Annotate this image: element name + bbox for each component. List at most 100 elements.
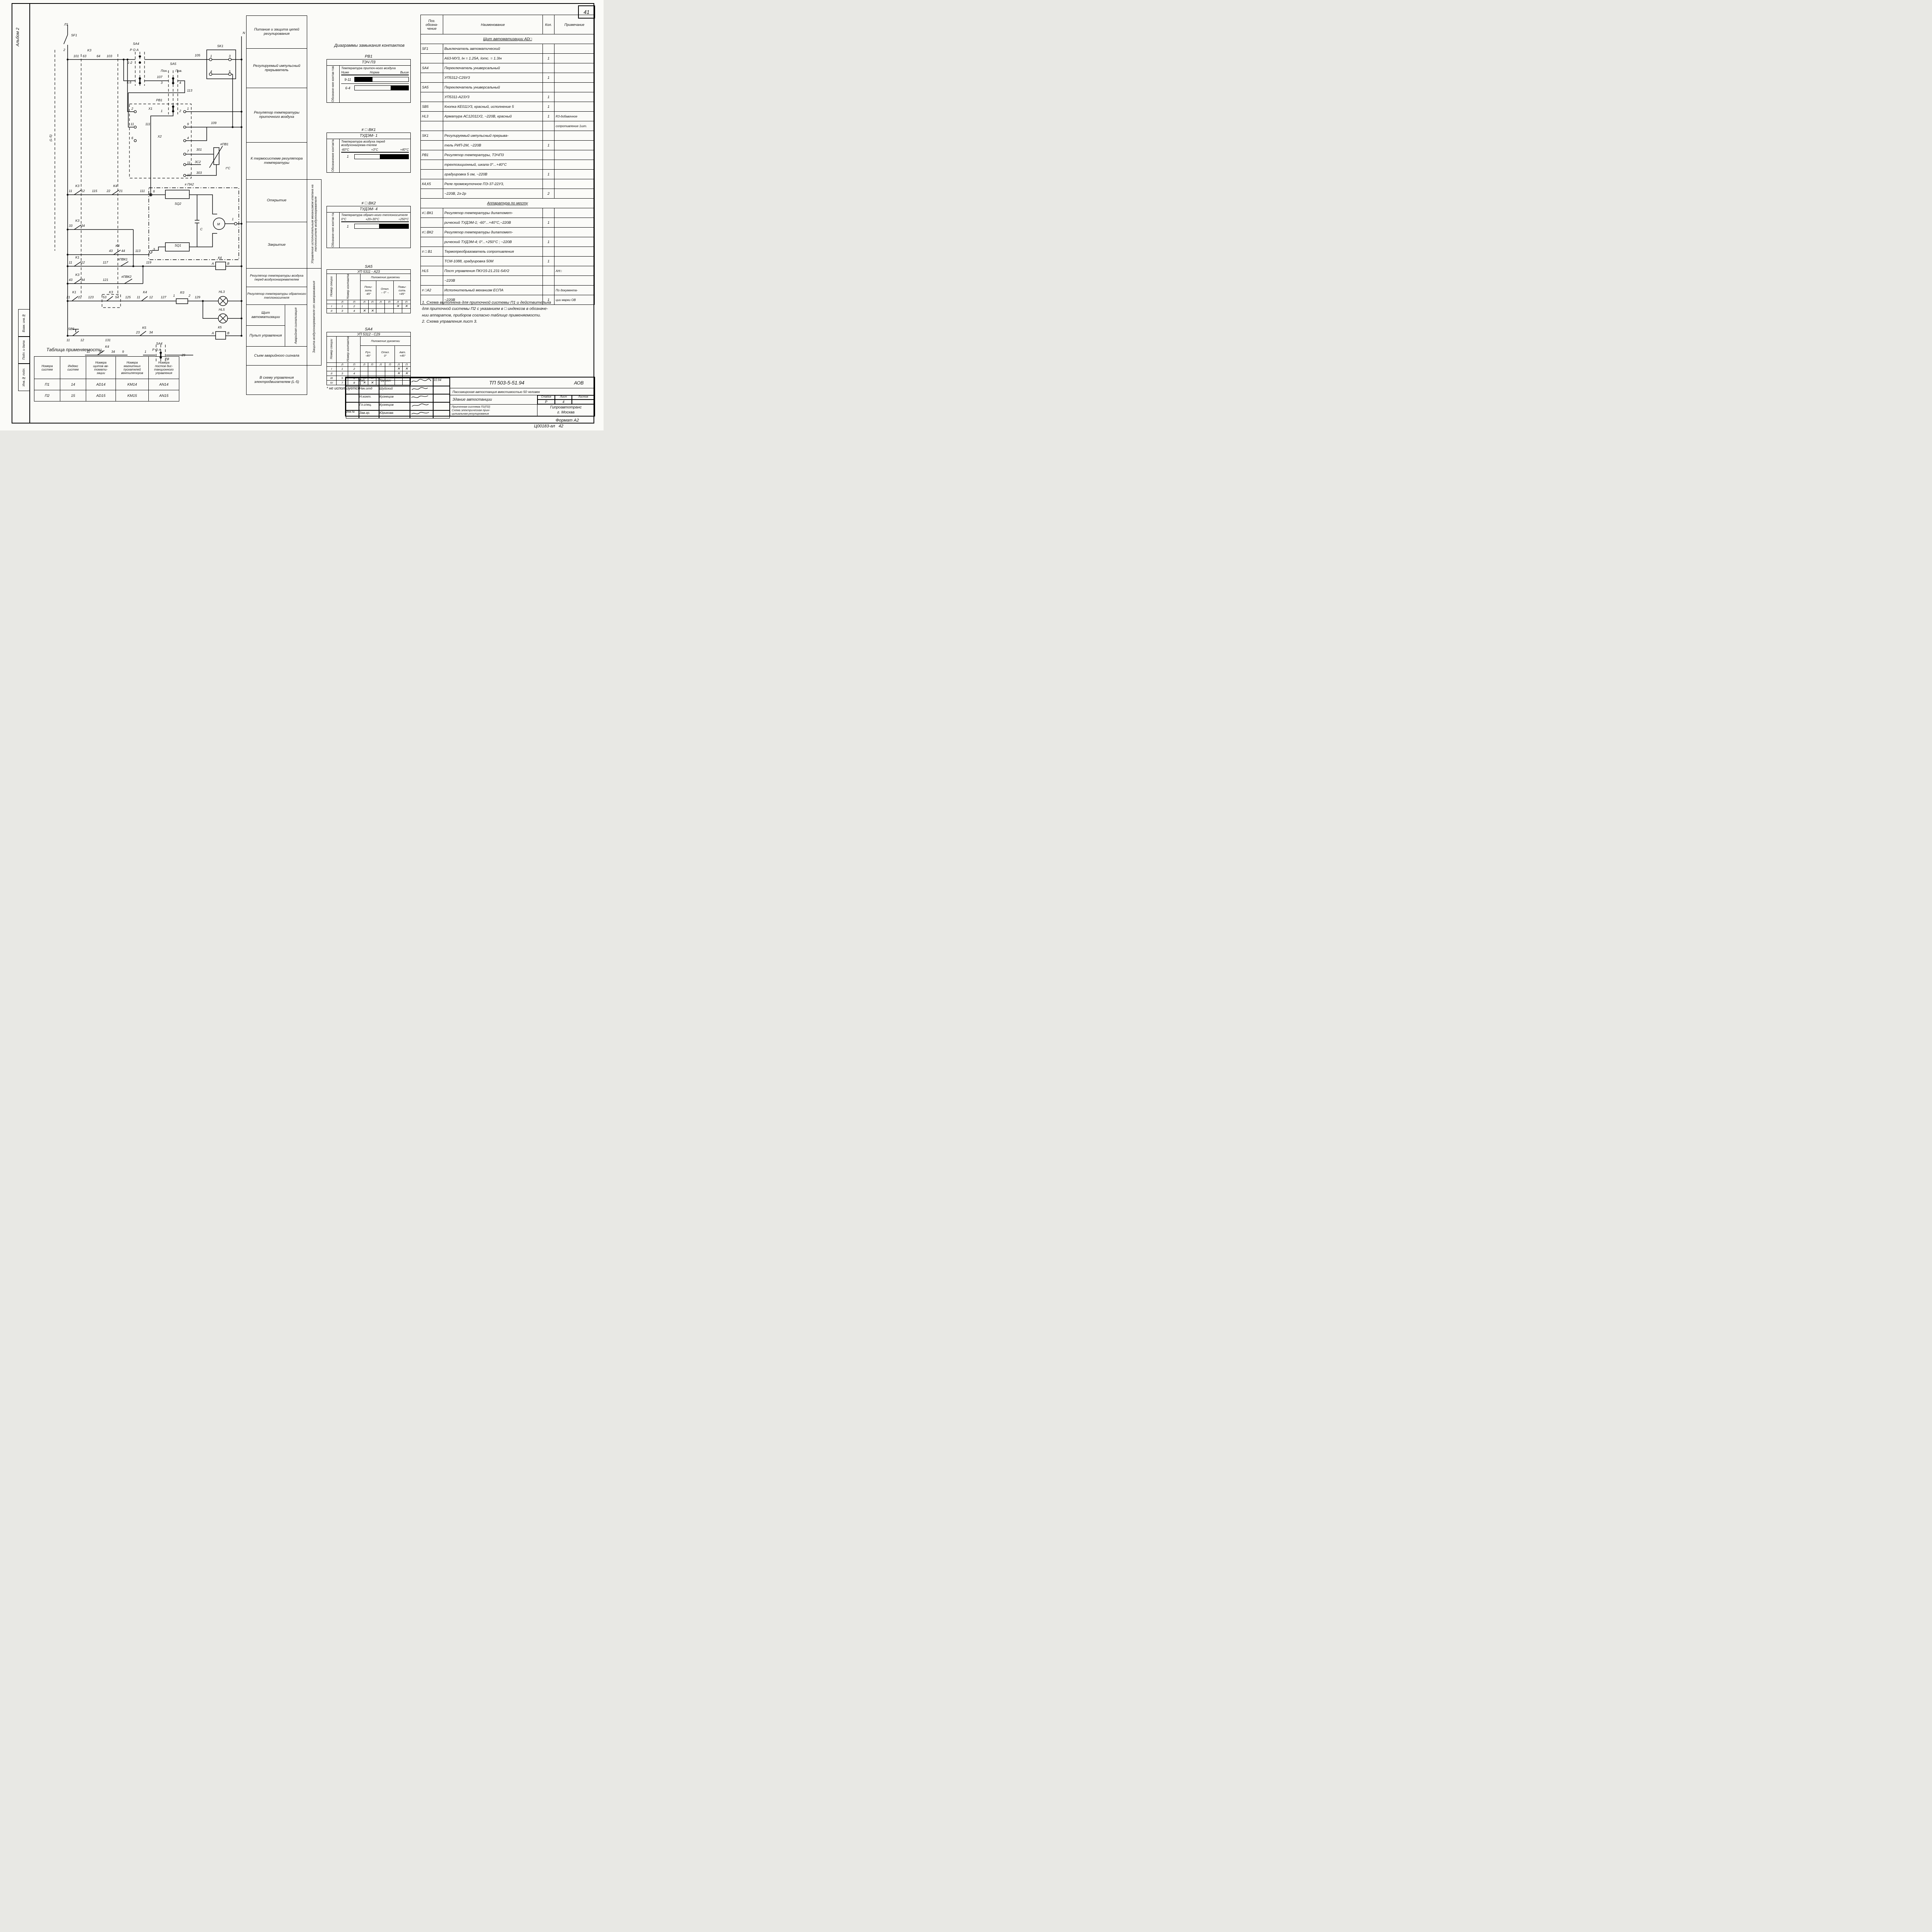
device-label: ТЭЧ П3 bbox=[327, 60, 410, 66]
wire-label: SA5 bbox=[170, 62, 176, 66]
applicability-table: Номера систем Индекс систем Номера щитов… bbox=[34, 356, 179, 401]
wire-label: 12 bbox=[81, 189, 85, 193]
signature-scribble bbox=[410, 410, 433, 418]
wire-label: 129 bbox=[195, 295, 200, 299]
signature-scribble bbox=[410, 386, 433, 394]
wire-label: 6 bbox=[131, 136, 133, 140]
closure-bar-row: 6-4 bbox=[341, 83, 409, 92]
wire-label: 109 bbox=[211, 121, 216, 125]
wire-label: A bbox=[211, 331, 214, 335]
wire-label: 117 bbox=[103, 260, 108, 264]
zone-frost-protection: Защита воздухонагревателя от замораживан… bbox=[307, 268, 321, 366]
wire-label: 2 bbox=[188, 294, 190, 298]
wire-label: A bbox=[211, 262, 214, 265]
wire-label: t°С bbox=[226, 166, 231, 170]
section-row: Аппаратура по месту bbox=[420, 198, 595, 208]
wire-label: M bbox=[217, 222, 220, 226]
devices bbox=[176, 49, 236, 340]
wire-label: B bbox=[227, 262, 230, 265]
wire-label: 29 bbox=[181, 353, 185, 357]
wire-label: 3 bbox=[153, 247, 155, 251]
wire-label: 3С2 bbox=[195, 160, 201, 164]
wire-label: 9 bbox=[122, 350, 124, 354]
wire-label: K4 bbox=[105, 345, 109, 349]
frame-left-divider bbox=[29, 3, 30, 423]
wire-label: 22 bbox=[106, 189, 111, 193]
wire-label: 21 bbox=[119, 189, 123, 193]
component-row: ~220В bbox=[420, 276, 595, 286]
signature-scribble bbox=[410, 378, 433, 386]
diagrams-title: Диаграммы замыкания контактов bbox=[334, 43, 405, 48]
wire-label: 11 bbox=[131, 122, 134, 126]
wire-label: SA4 bbox=[156, 342, 162, 345]
wire-label: ≠ ПА2 bbox=[185, 182, 194, 186]
zone-thermosystem: К термосистеме регулятора температуры bbox=[246, 142, 307, 180]
wire-label: C bbox=[200, 227, 203, 231]
wire-label: 6 bbox=[153, 189, 155, 193]
wire-label: HL5 bbox=[219, 308, 225, 311]
wire-label: 12 bbox=[81, 260, 85, 264]
wire-label: 105 bbox=[195, 53, 200, 57]
diagram-bk2-name: ≠ □ ВК2 bbox=[361, 201, 376, 206]
closure-bar-row: 1 bbox=[341, 222, 409, 230]
wire-label: 11 bbox=[66, 338, 70, 342]
wire-label: РВ1 bbox=[156, 98, 162, 102]
wire-label: 4 bbox=[179, 81, 181, 85]
wire-label: K4 bbox=[143, 290, 147, 294]
applicability-title: Таблица применяемости bbox=[46, 347, 102, 352]
signature-scribble bbox=[410, 402, 433, 410]
wire-label: 4 bbox=[210, 70, 212, 73]
wire-label: K3 bbox=[75, 273, 80, 277]
diagram-bk1-name: ≠ □ ВК1 bbox=[361, 128, 376, 132]
wire-label: K3 bbox=[109, 290, 113, 294]
wire-label: SB5 bbox=[68, 327, 74, 331]
wire-label: ≠ПВ1 bbox=[220, 142, 228, 146]
wire-label: 121 bbox=[103, 278, 108, 282]
sa5-name: SA5 bbox=[365, 264, 372, 269]
wire-label: SK1 bbox=[217, 44, 223, 48]
stamp-podp: Подп. и дата bbox=[18, 336, 30, 364]
wire-label: 9 bbox=[187, 122, 189, 126]
wire-label: 1 bbox=[173, 294, 175, 298]
component-row: трехпозиционный, шкала 0°...+40°С bbox=[420, 160, 595, 170]
component-list: Поз. обозна- чение Наименование Кол. При… bbox=[420, 15, 595, 305]
wire-label: 53 bbox=[103, 295, 107, 299]
wire-label: 101 bbox=[73, 54, 79, 58]
actuator-box bbox=[148, 187, 239, 260]
wire-label: 303 bbox=[196, 171, 202, 175]
wire-label: 11 bbox=[69, 189, 72, 193]
wire-label: 33 bbox=[99, 350, 103, 354]
wire-label: X2 bbox=[157, 134, 162, 138]
wire-label: SQ2 bbox=[175, 202, 181, 206]
wire-label: B bbox=[227, 331, 230, 335]
wire-label: SA4 bbox=[133, 42, 139, 46]
device-label: УП 5311 - А23 bbox=[327, 269, 411, 274]
diagram-pb1-name: РВ1 bbox=[365, 54, 372, 59]
wire-label: K5 bbox=[142, 326, 146, 330]
stamp-vzam: Взам. инв.№ bbox=[18, 309, 30, 337]
project-name: Пассажирская автостанция вместимостью 50… bbox=[450, 388, 594, 395]
zone-alarm: Аварийная сигнализация bbox=[285, 304, 307, 347]
wire-label: 103 bbox=[107, 54, 112, 58]
sa-footnote: * не используется bbox=[327, 386, 360, 391]
wire-label: (L-5) bbox=[49, 134, 53, 141]
doc-number: ТП 503-5-51.94 bbox=[489, 380, 525, 386]
wire-label: R3 bbox=[180, 291, 184, 294]
wires bbox=[63, 25, 242, 359]
